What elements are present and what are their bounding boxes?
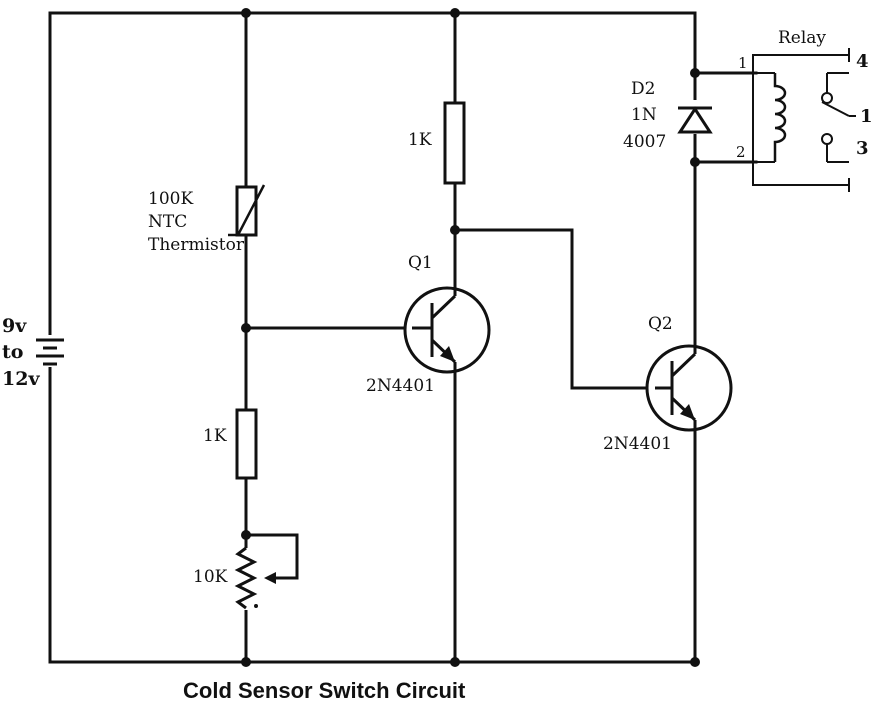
diode-part-1: 1N — [631, 105, 657, 125]
diode-name: D2 — [631, 79, 655, 99]
junction — [241, 323, 251, 333]
junction — [241, 530, 251, 540]
resistor-bottom-1k — [235, 408, 258, 480]
diagram-title: Cold Sensor Switch Circuit — [183, 678, 466, 703]
q1-part: 2N4401 — [366, 376, 435, 396]
relay-pin-2: 2 — [736, 143, 746, 161]
q1-name: Q1 — [408, 253, 433, 273]
junction — [450, 657, 460, 667]
transistor-q2 — [645, 344, 733, 432]
battery-symbol — [36, 335, 64, 367]
junction — [690, 657, 700, 667]
wire-top-rail — [48, 11, 697, 664]
supply-label-2: to — [2, 341, 23, 363]
resistor-top-1k — [443, 101, 466, 185]
transistor-q1 — [403, 286, 491, 374]
junction — [450, 225, 460, 235]
junction — [241, 8, 251, 18]
supply-label-1: 9v — [2, 315, 27, 337]
relay-contact-1: 1 — [860, 106, 873, 127]
junction — [690, 157, 700, 167]
relay-contact-4: 4 — [856, 51, 869, 72]
junction — [241, 657, 251, 667]
relay-label: Relay — [778, 28, 826, 48]
q2-part: 2N4401 — [603, 434, 672, 454]
thermistor-value: 100K — [148, 189, 193, 209]
wire-q1-to-q2 — [453, 228, 674, 390]
wire-relay-coil — [693, 71, 758, 164]
thermistor-type: NTC — [148, 212, 187, 232]
q2-name: Q2 — [648, 314, 673, 334]
relay-pin-1: 1 — [738, 54, 748, 72]
resistor-top-label: 1K — [408, 130, 432, 150]
supply-label-3: 12v — [2, 368, 40, 390]
relay-contact-3: 3 — [856, 138, 869, 159]
potentiometer-symbol — [234, 533, 299, 610]
thermistor-name: Thermistor — [148, 235, 245, 255]
junction — [690, 68, 700, 78]
junction — [450, 8, 460, 18]
pot-label: 10K — [193, 567, 228, 587]
thermistor-symbol — [228, 184, 266, 237]
junction-dots — [241, 8, 700, 667]
diode-part-2: 4007 — [623, 132, 666, 152]
relay-symbol — [752, 48, 856, 192]
resistor-bottom-label: 1K — [203, 426, 227, 446]
diode-d2 — [677, 100, 713, 134]
